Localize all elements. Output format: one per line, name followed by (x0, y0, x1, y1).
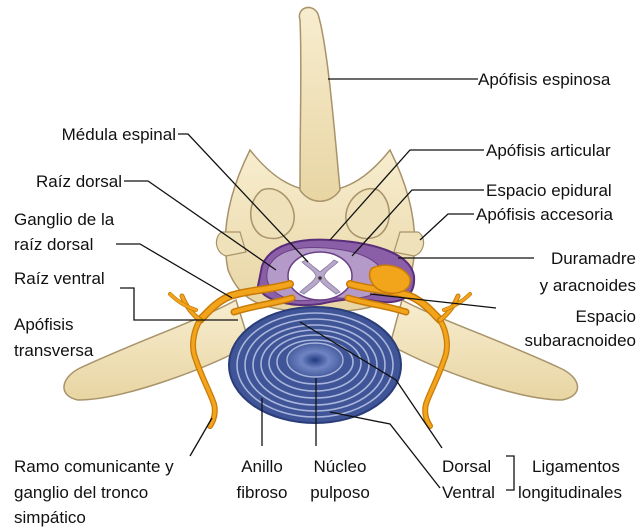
label-accessory-process: Apófisis accesoria (476, 204, 613, 225)
label-ganglion-line1: Ganglio de la (14, 209, 114, 230)
label-spinal-cord: Médula espinal (8, 124, 176, 145)
label-dorsal: Dorsal (442, 456, 491, 477)
label-transverse-line2: transversa (14, 340, 93, 361)
label-ramus-line2: ganglio del tronco (14, 482, 148, 503)
label-annulus-line1: Anillo (224, 456, 300, 477)
label-subarachnoid-line2: subaracnoideo (480, 330, 636, 351)
nucleus-pulposus (287, 343, 343, 377)
label-spinous-process: Apófisis espinosa (478, 69, 610, 90)
spinous-process (299, 7, 340, 201)
label-articular-process: Apófisis articular (486, 140, 611, 161)
label-ventral: Ventral (442, 482, 495, 503)
label-dura-line2: y aracnoides (480, 275, 636, 296)
label-nucleus-line1: Núcleo (300, 456, 380, 477)
label-epidural-space: Espacio epidural (486, 180, 612, 201)
label-subarachnoid-line1: Espacio (480, 306, 636, 327)
label-ramus-line3: simpático (14, 507, 86, 528)
label-nucleus-line2: pulposo (300, 482, 380, 503)
label-ventral-root: Raíz ventral (14, 268, 105, 289)
intervertebral-disc (229, 307, 401, 423)
label-dura-line1: Duramadre (480, 248, 636, 269)
label-ligaments-line1: Ligamentos (532, 456, 620, 477)
label-transverse-line1: Apófisis (14, 314, 74, 335)
accessory-process-right (394, 232, 424, 256)
label-ganglion-line2: raíz dorsal (14, 234, 93, 255)
label-ligaments-line2: longitudinales (518, 482, 622, 503)
accessory-process-left (216, 232, 246, 256)
label-annulus-line2: fibroso (224, 482, 300, 503)
label-dorsal-root: Raíz dorsal (8, 171, 122, 192)
label-ramus-line1: Ramo comunicante y (14, 456, 174, 477)
